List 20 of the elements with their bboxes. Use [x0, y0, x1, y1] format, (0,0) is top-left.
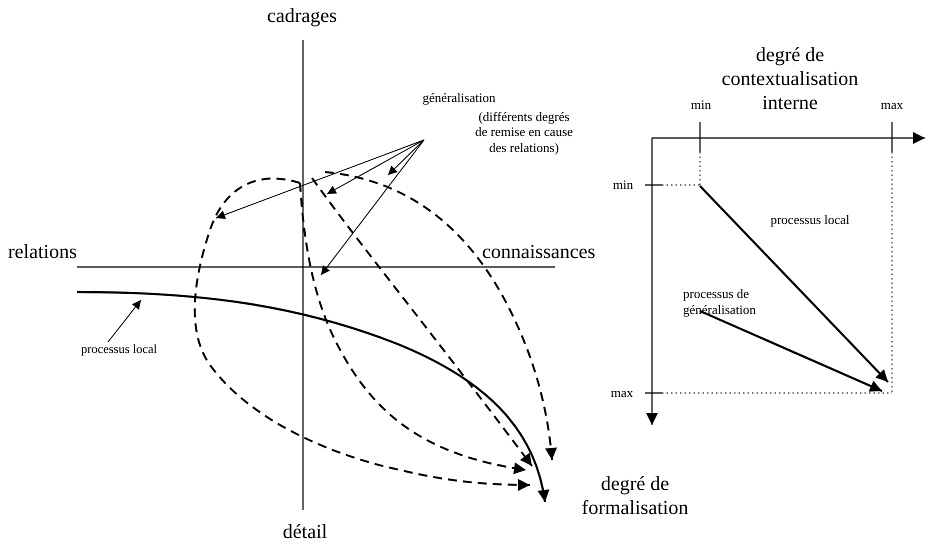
- tick-label: min: [690, 97, 712, 113]
- arrow-label: processus local: [769, 212, 851, 228]
- leader-arrow: [216, 140, 424, 220]
- leader-arrow: [388, 140, 424, 176]
- axis-label: degré de formalisation: [580, 472, 690, 520]
- leader-arrow: [108, 300, 142, 342]
- leader-arrow: [320, 140, 424, 276]
- leader-arrow: [326, 140, 424, 194]
- arrow-label: processus de généralisation: [683, 286, 757, 318]
- axis-label: connaissances: [482, 240, 596, 264]
- callout-note: (différents degrés de remise en cause des relations): [474, 108, 574, 156]
- axis-label: cadrages: [266, 4, 338, 28]
- tick-label: min: [612, 177, 634, 193]
- tick-label: max: [610, 385, 634, 401]
- callout-text: processus local: [80, 342, 158, 357]
- callout-text: généralisation: [422, 90, 496, 106]
- tick-label: max: [880, 97, 904, 113]
- axis-label: relations: [8, 240, 78, 264]
- axis-label: degré de contextualisation interne: [720, 43, 860, 115]
- axis-label: détail: [282, 520, 328, 544]
